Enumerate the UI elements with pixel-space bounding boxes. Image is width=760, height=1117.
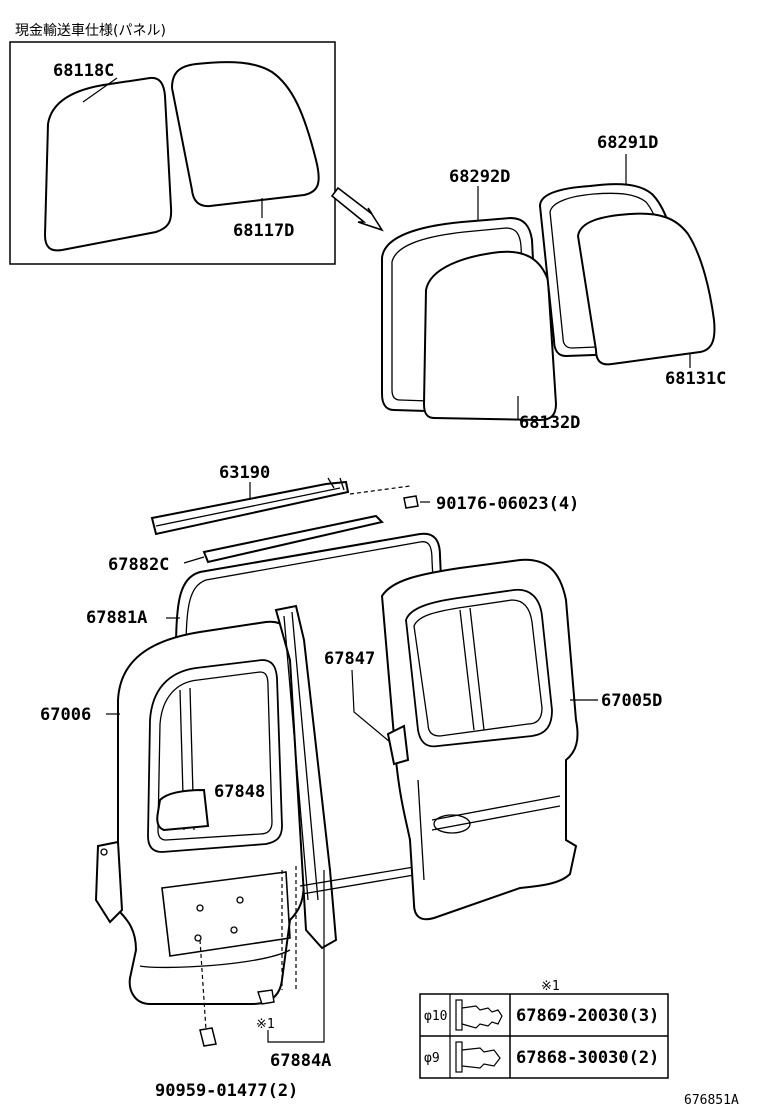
door-67006 [94, 620, 306, 1005]
inset-frame [9, 41, 336, 265]
label-68292D: 68292D [449, 167, 510, 187]
label-67882C: 67882C [108, 555, 169, 575]
inset-glass-left [43, 76, 173, 252]
clip-row2-part: 67868-30030(2) [516, 1048, 659, 1068]
label-67005D: 67005D [601, 691, 662, 711]
clip-row1-icon [455, 999, 503, 1031]
bottom-clip-icon [199, 1027, 217, 1047]
label-68132D: 68132D [519, 413, 580, 433]
label-67881A: 67881A [86, 608, 147, 628]
bolt-icon [403, 495, 419, 509]
clip-row2-icon [455, 1041, 501, 1073]
door-right-body [380, 558, 579, 921]
leader-67847 [351, 669, 391, 743]
bolt-dashline [349, 485, 411, 495]
window-seal-left-group [381, 216, 558, 422]
label-68117D: 68117D [233, 221, 294, 241]
window-seal-right-group [538, 183, 716, 366]
label-68131C: 68131C [665, 369, 726, 389]
label-63190: 63190 [219, 463, 270, 483]
leader-67884A [267, 870, 325, 1043]
label-90176-06023: 90176-06023(4) [436, 494, 579, 514]
check-bracket [386, 724, 410, 766]
label-68291D: 68291D [597, 133, 658, 153]
clip-row1-part: 67869-20030(3) [516, 1006, 659, 1026]
rail-63190 [150, 480, 350, 536]
figure-id: 676851A [684, 1093, 739, 1108]
label-68118C: 68118C [53, 61, 114, 81]
label-90959-01477: 90959-01477(2) [155, 1081, 298, 1101]
clip-row2-size: φ9 [424, 1051, 440, 1066]
strip-67881A [175, 532, 443, 651]
inset-panel: 現金輸送車仕様(パネル) 68118C 68117D [9, 22, 336, 265]
direction-arrow [330, 186, 384, 232]
center-pillar [274, 604, 338, 950]
inset-title: 現金輸送車仕様(パネル) [15, 22, 166, 39]
leader-68118C [82, 77, 118, 103]
bottom-clip-group: 90959-01477(2) [155, 939, 298, 1101]
label-67006: 67006 [40, 705, 91, 725]
door-hinge [94, 840, 124, 924]
clip-table: ※1 φ10 φ9 67869-20030(3) 67868-30030(2) [419, 979, 669, 1079]
leader-67882C [183, 556, 205, 564]
label-67847: 67847 [324, 649, 375, 669]
label-67848: 67848 [214, 782, 265, 802]
pad-67848 [156, 788, 210, 832]
upper-rail-group: 63190 90176-06023(4) 67882C 67881A [86, 463, 579, 651]
clip-icon [257, 989, 275, 1005]
glass-68132D [422, 250, 558, 422]
clip-marker: ※1 [256, 1017, 275, 1032]
clip-group-67884A: ※1 67884A [256, 866, 331, 1071]
inset-glass-right [170, 61, 320, 208]
label-67884A: 67884A [270, 1051, 331, 1071]
clip-table-header: ※1 [541, 979, 560, 994]
lower-sill [299, 865, 421, 895]
strip-67882C [202, 514, 384, 564]
glass-68131C [576, 212, 716, 366]
door-left-body [117, 620, 306, 1005]
clip-row1-size: φ10 [424, 1009, 447, 1024]
door-67005D [380, 558, 579, 921]
